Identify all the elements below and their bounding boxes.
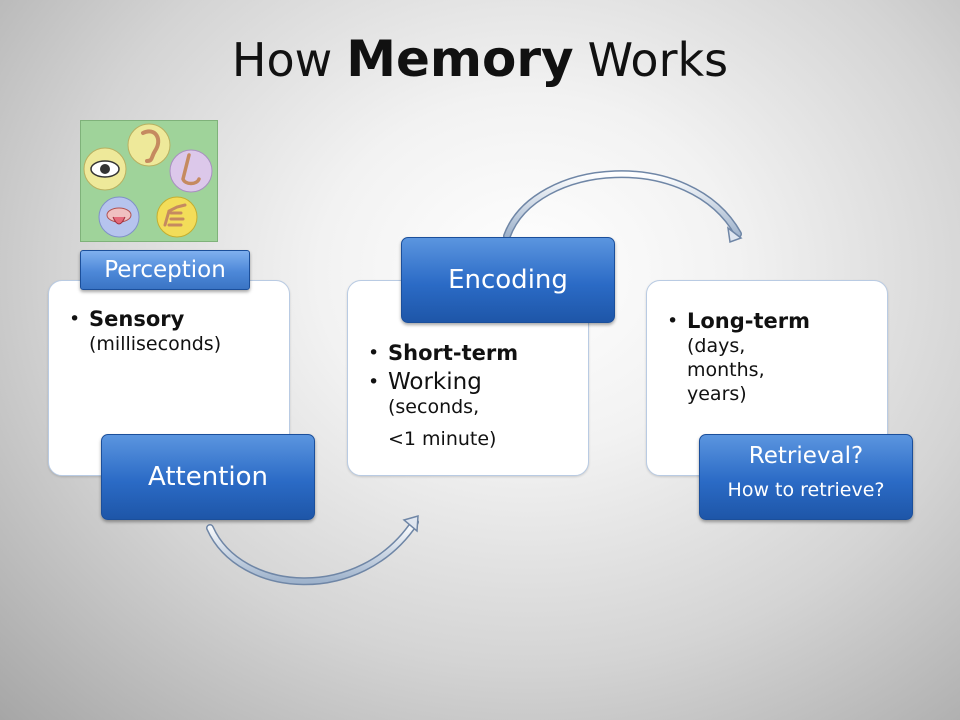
retrieval-label: Retrieval?: [748, 443, 864, 469]
short-term-item: Short-term: [368, 341, 583, 366]
title-memory: Memory: [346, 30, 574, 88]
encoding-to-longterm-arrow: [503, 170, 743, 244]
ear-icon: [127, 123, 171, 167]
tongue-icon: [98, 196, 140, 238]
nose-icon: [169, 149, 213, 193]
sensory-term: Sensory: [89, 307, 185, 331]
eye-icon: [83, 147, 127, 191]
retrieval-question: How to retrieve?: [727, 479, 885, 501]
long-term-item: Long-term (days, months, years): [667, 309, 882, 406]
short-term-duration-2: <1 minute): [388, 428, 497, 450]
long-term-duration-1: (days,: [687, 335, 746, 357]
working-item: Working (seconds, <1 minute): [368, 370, 583, 451]
sensory-duration: (milliseconds): [89, 333, 222, 355]
senses-image: [80, 120, 218, 242]
long-term-duration-3: years): [687, 383, 747, 405]
long-term-term: Long-term: [687, 309, 811, 333]
attention-tag: Attention: [101, 434, 315, 520]
title-how: How: [231, 33, 333, 87]
retrieval-tag: Retrieval? How to retrieve?: [699, 434, 913, 520]
short-term-term: Short-term: [388, 341, 519, 365]
encoding-tag: Encoding: [401, 237, 615, 323]
perception-tag: Perception: [80, 250, 250, 290]
long-term-duration-2: months,: [687, 359, 765, 381]
attention-to-shortterm-arrow: [206, 514, 419, 586]
sensory-item: Sensory (milliseconds): [69, 307, 284, 356]
hand-icon: [156, 196, 198, 238]
short-term-duration-1: (seconds,: [388, 396, 480, 418]
working-term: Working: [388, 369, 482, 395]
title-works: Works: [587, 33, 729, 87]
